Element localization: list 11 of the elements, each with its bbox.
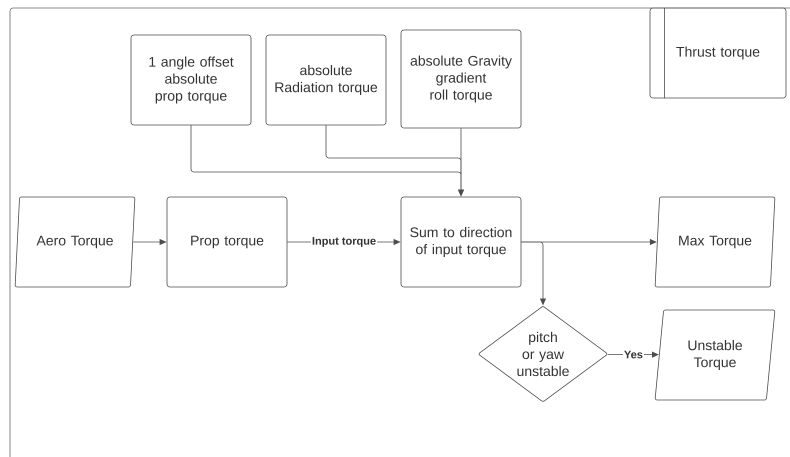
data-parallelogram: Unstable Torque xyxy=(654,310,776,400)
process-box: absolute Radiation torque xyxy=(266,34,386,126)
process-box: Sum to direction of input torque xyxy=(400,196,522,288)
data-parallelogram: Max Torque xyxy=(654,196,776,288)
edge-label: Input torque xyxy=(310,236,378,248)
data-parallelogram: Aero Torque xyxy=(14,196,136,288)
predefined-process-box: Thrust torque xyxy=(650,7,786,99)
process-box: absolute Gravity gradient roll torque xyxy=(400,30,522,128)
process-box: Prop torque xyxy=(166,196,288,288)
process-box: 1 angle offset absolute prop torque xyxy=(130,34,252,126)
edge-label: Yes xyxy=(622,350,644,360)
